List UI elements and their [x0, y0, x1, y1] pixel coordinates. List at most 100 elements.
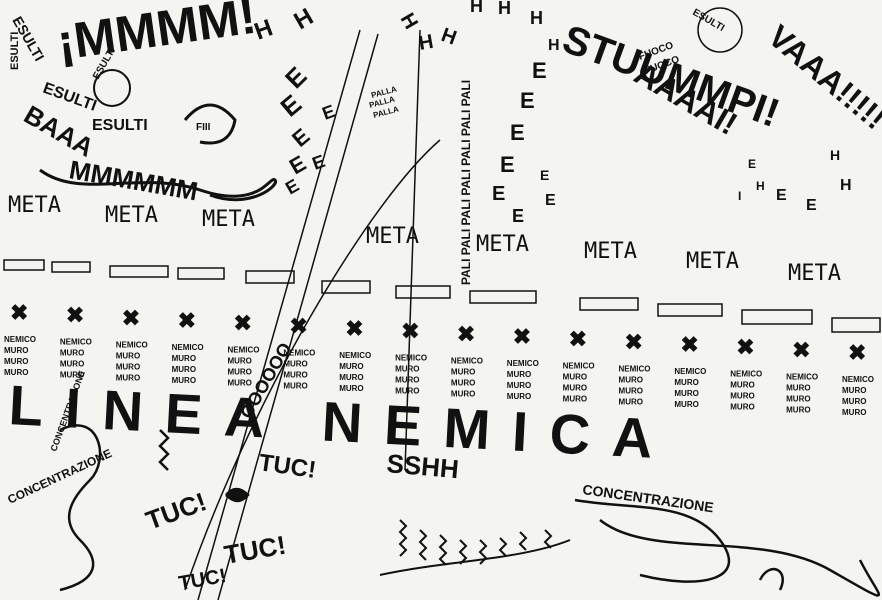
- bottom-scribbles: [59, 424, 881, 597]
- muro-word: MURO: [227, 357, 251, 366]
- esulti-spiral: [93, 69, 131, 107]
- muro-word: MURO: [786, 405, 810, 414]
- hhh-5: H: [438, 24, 459, 50]
- muro-word: MURO: [730, 403, 754, 412]
- nemico-word: NEMICO: [172, 343, 204, 352]
- muro-word: MURO: [451, 367, 475, 376]
- nemico-muro-row: ✖ NEMICO MURO MURO MURO ✖ NEMICO MURO MURO MURO ✖ N…: [4, 300, 874, 417]
- eeeh-2: E: [776, 187, 787, 204]
- nemico-word: NEMICO: [395, 354, 427, 363]
- muro-word: MURO: [842, 408, 866, 417]
- muro-word: MURO: [60, 360, 84, 369]
- vaaa-text: VAAA!!!!!: [762, 18, 882, 137]
- nemico-word: NEMICO: [842, 375, 874, 384]
- enemy-cross-icon: ✖: [66, 303, 84, 328]
- muro-word: MURO: [507, 381, 531, 390]
- muro-word: MURO: [4, 346, 28, 355]
- muro-word: MURO: [172, 365, 196, 374]
- nemico-word: NEMICO: [283, 348, 315, 357]
- enemy-cross-icon: ✖: [736, 335, 754, 360]
- muro-word: MURO: [227, 368, 251, 377]
- nemico-word: NEMICO: [563, 362, 595, 371]
- hhh-9: H: [548, 37, 560, 54]
- eee-7: E: [320, 101, 338, 124]
- eee-spiral-4: E: [500, 152, 515, 177]
- sshh-text: SSHH: [385, 448, 460, 484]
- muro-word: MURO: [395, 387, 419, 396]
- muro-word: MURO: [4, 357, 28, 366]
- muro-word: MURO: [60, 371, 84, 380]
- eeeh-5: H: [756, 179, 765, 193]
- eee-spiral-5: E: [492, 183, 505, 205]
- eee-1: E: [279, 61, 312, 94]
- esulti-word-2: ESULTI: [9, 32, 21, 70]
- hhh-8: H: [530, 8, 543, 28]
- muro-word: MURO: [563, 373, 587, 382]
- eeeh-3: E: [806, 197, 817, 214]
- nemico-word: NEMICO: [4, 335, 36, 344]
- enemy-cross-icon: ✖: [401, 319, 419, 344]
- enemy-cross-icon: ✖: [513, 324, 531, 349]
- enemy-cross-icon: ✖: [233, 311, 251, 336]
- eeeh-6: I: [738, 189, 741, 203]
- muro-word: MURO: [172, 376, 196, 385]
- muro-word: MURO: [60, 349, 84, 358]
- enemy-cross-icon: ✖: [848, 340, 866, 365]
- hhh-2: H: [290, 3, 319, 35]
- top-left-cluster: ESULTI ESULTI ESULTI ESULTI ESULTI BAAA …: [9, 0, 277, 206]
- muro-word: MURO: [339, 373, 363, 382]
- muro-word: MURO: [395, 376, 419, 385]
- hhh-7: H: [498, 0, 511, 18]
- eee-4: E: [285, 150, 310, 179]
- hhh-4: H: [417, 31, 435, 55]
- muro-word: MURO: [507, 392, 531, 401]
- meta-right-5: META: [788, 261, 841, 286]
- tuc-3: TUC!: [222, 530, 288, 570]
- tuc-2: TUC!: [142, 486, 211, 535]
- meta-right-1: META: [366, 224, 419, 249]
- muro-word: MURO: [674, 389, 698, 398]
- enemy-cross-icon: ✖: [457, 321, 475, 346]
- muro-word: MURO: [116, 373, 140, 382]
- muro-word: MURO: [283, 381, 307, 390]
- concentrazione-2: CONCENTRAZIONE: [582, 481, 715, 515]
- nemico-word: NEMICO: [786, 372, 818, 381]
- nemico-word: NEMICO: [674, 367, 706, 376]
- meta-row-left: META META META: [8, 193, 255, 232]
- eee-3: E: [287, 123, 314, 152]
- eee-2: E: [275, 88, 308, 122]
- esulti-word-4: ESULTI: [92, 117, 148, 134]
- hhh-3: H: [396, 10, 422, 34]
- muro-word: MURO: [227, 379, 251, 388]
- eee-spiral-8: E: [540, 167, 549, 183]
- enemy-cross-icon: ✖: [569, 327, 587, 352]
- muro-word: MURO: [674, 378, 698, 387]
- eeeh-7: H: [830, 147, 840, 163]
- meta-left-1: META: [8, 193, 61, 218]
- muro-word: MURO: [786, 394, 810, 403]
- muro-word: MURO: [283, 370, 307, 379]
- nemico-word: NEMICO: [339, 351, 371, 360]
- fiii-text: FIII: [196, 122, 211, 133]
- muro-word: MURO: [4, 368, 28, 377]
- meta-right-3: META: [584, 239, 637, 264]
- nemico-word: NEMICO: [619, 364, 651, 373]
- muro-word: MURO: [339, 384, 363, 393]
- esulti-circle: [697, 7, 743, 53]
- central-road: [184, 29, 441, 600]
- muro-word: MURO: [730, 392, 754, 401]
- eee-spiral-7: E: [545, 192, 556, 209]
- nemico-word: NEMICO: [507, 359, 539, 368]
- tuc-1: TUC!: [257, 449, 318, 484]
- meta-row-right: META META META META META: [366, 224, 841, 286]
- eee-spiral-1: E: [532, 58, 547, 83]
- mmmm-text: MMMMMM: [67, 154, 200, 206]
- meta-right-4: META: [686, 249, 739, 274]
- enemy-cross-icon: ✖: [289, 313, 307, 338]
- muro-word: MURO: [451, 378, 475, 387]
- muro-word: MURO: [786, 383, 810, 392]
- enemy-cross-icon: ✖: [122, 305, 140, 330]
- muro-word: MURO: [283, 359, 307, 368]
- muro-word: MURO: [842, 397, 866, 406]
